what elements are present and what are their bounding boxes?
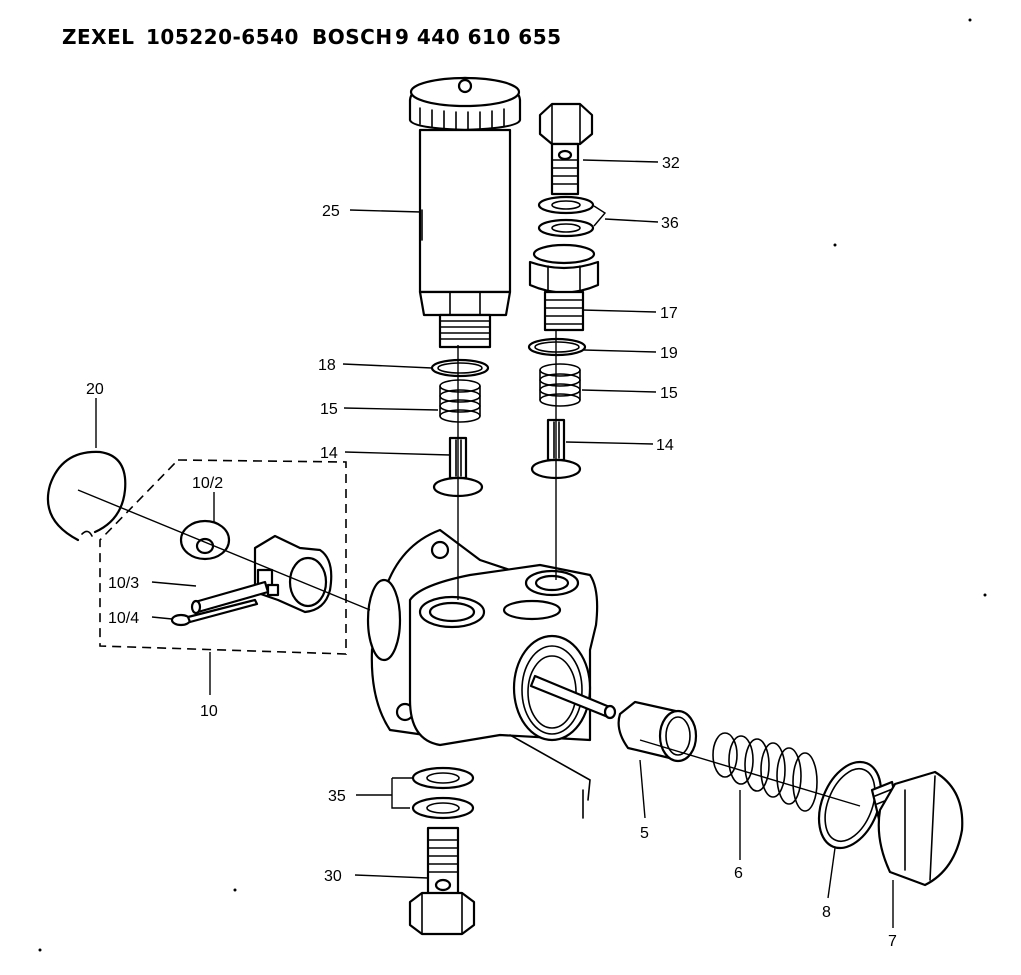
part-15-spring-left (439, 379, 481, 423)
part-17-fitting (528, 243, 600, 332)
callout-30: 30 (324, 868, 342, 885)
part-5-sleeve (617, 700, 698, 763)
header-part-number-bosch: 9 440 610 655 (395, 25, 562, 49)
part-32-banjo-bolt (538, 102, 594, 196)
pump-body (366, 528, 617, 819)
part-10-4-clip (170, 598, 259, 627)
assembly-lines (77, 330, 861, 807)
callout-14-right: 14 (656, 437, 674, 454)
header-brand-bosch: BOSCH (312, 25, 393, 49)
callout-35: 35 (328, 788, 346, 805)
scan-specks (38, 18, 987, 952)
header-brand-zexel: ZEXEL (62, 25, 135, 49)
callout-36: 36 (661, 215, 679, 232)
callout-10-3: 10/3 (108, 575, 139, 592)
callout-14-left: 14 (320, 445, 338, 462)
header: ZEXEL 105220-6540 BOSCH 9 440 610 655 (62, 25, 562, 49)
part-19-o-ring (527, 337, 587, 357)
callout-10-4: 10/4 (108, 610, 139, 627)
callout-8: 8 (822, 904, 831, 921)
callout-25: 25 (322, 203, 340, 220)
callout-labels: 32 36 25 17 18 19 15 15 14 14 20 10/2 10… (86, 155, 897, 950)
part-10-tappet (253, 534, 333, 614)
callout-15-right: 15 (660, 385, 678, 402)
part-10-assembly-box (99, 459, 347, 655)
callout-32: 32 (662, 155, 680, 172)
part-25-hand-primer (408, 76, 522, 349)
header-part-number-zexel: 105220-6540 (146, 25, 299, 49)
callout-19: 19 (660, 345, 678, 362)
part-36-washers (537, 195, 595, 238)
leader-lines (95, 159, 894, 928)
part-10-3-pin (190, 580, 270, 615)
part-15-spring-right (539, 363, 581, 407)
callout-10-2: 10/2 (192, 475, 223, 492)
part-35-washers (411, 766, 475, 820)
part-20-snap-ring (46, 450, 127, 542)
callout-15-left: 15 (320, 401, 338, 418)
callout-6: 6 (734, 865, 743, 882)
part-10-2-roller (179, 519, 231, 561)
callout-20: 20 (86, 381, 104, 398)
part-6-spring (712, 732, 818, 812)
part-7-plug (870, 770, 964, 887)
part-30-banjo-bolt (408, 826, 476, 936)
callout-7: 7 (888, 933, 897, 950)
callout-18: 18 (318, 357, 336, 374)
callout-5: 5 (640, 825, 649, 842)
callout-10: 10 (200, 703, 218, 720)
callout-17: 17 (660, 305, 678, 322)
part-18-o-ring (430, 358, 490, 378)
